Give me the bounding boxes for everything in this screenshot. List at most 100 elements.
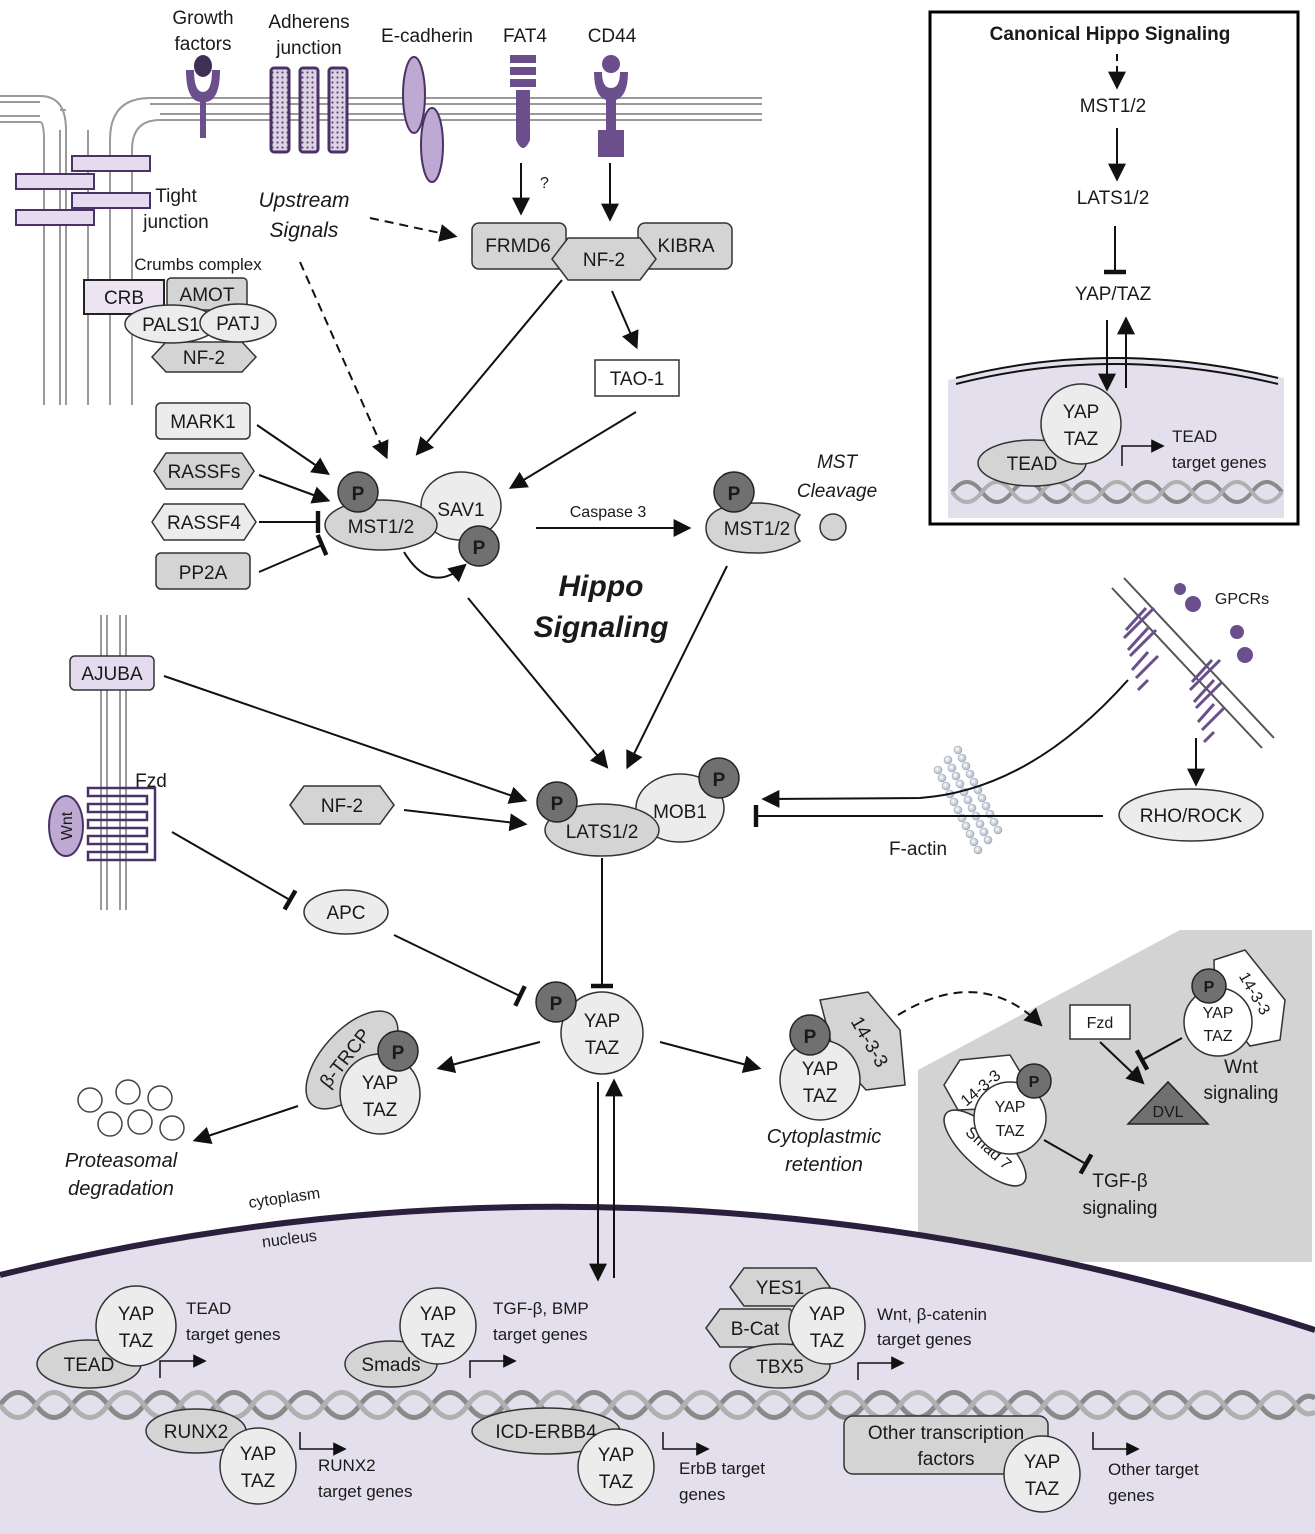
yap-taz-tead (95, 1285, 177, 1367)
yap-label: YAP (598, 1445, 635, 1466)
inset-arrows (1104, 54, 1126, 275)
ajuba-box (69, 655, 155, 691)
growth-factor-receptor (186, 55, 220, 138)
growth-factors-label: factors (174, 34, 231, 55)
growth-factors-label: Growth (172, 8, 233, 29)
hippo-title: Hippo (559, 570, 644, 603)
inset-dna (950, 480, 1284, 504)
phospho-yap (535, 981, 577, 1023)
amot-label: AMOT (180, 285, 235, 306)
e-cadherin-icon (402, 56, 444, 183)
mark1-label: MARK1 (170, 412, 235, 433)
yap-label: YAP (240, 1444, 277, 1465)
yap-label: YAP (118, 1304, 155, 1325)
tgf-genes-label: target genes (493, 1325, 588, 1344)
upstream-signals-label: Upstream (258, 189, 349, 212)
rassfs-hex (153, 452, 255, 490)
pp2a-box (155, 552, 251, 590)
phospho-cleaved (713, 471, 755, 513)
inset-yap-label: YAP (1063, 402, 1100, 423)
yap-taz-smads (399, 1287, 477, 1365)
inset-title: Canonical Hippo Signaling (990, 24, 1231, 45)
icd-erbb4-label: ICD-ERBB4 (495, 1422, 597, 1443)
other-genes-label: genes (1108, 1486, 1154, 1505)
nf2-upstream-label: NF-2 (583, 250, 625, 271)
inset-taz-label: TAZ (1064, 429, 1099, 450)
adherens-junction-icon (269, 66, 349, 154)
phospho-label: P (352, 484, 365, 505)
bcat-label: B-Cat (731, 1319, 780, 1340)
fzd-crosstalk-box (1069, 1004, 1131, 1040)
kibra-label: KIBRA (657, 236, 714, 257)
taz-label: TAZ (241, 1471, 276, 1492)
rho-rock-ellipse (1118, 788, 1264, 842)
wnt-label: Wnt (59, 811, 76, 840)
taz-label: TAZ (995, 1123, 1024, 1140)
dvl-label: DVL (1152, 1104, 1183, 1121)
yap-taz-runx2 (219, 1427, 297, 1505)
inset-shuttle-arrows (1098, 316, 1135, 392)
lats-ellipse (544, 803, 660, 857)
phospho-tgf (1016, 1063, 1052, 1099)
phospho-label: P (1029, 1074, 1040, 1091)
plasma-membrane (0, 95, 762, 405)
other-genes-label: Other target (1108, 1460, 1199, 1479)
wnt-genes-label: Wnt, β-catenin (877, 1305, 987, 1324)
taz-label: TAZ (585, 1038, 620, 1059)
erbb-genes-label: ErbB target (679, 1459, 765, 1478)
yap-label: YAP (362, 1073, 399, 1094)
tao1-label: TAO-1 (610, 369, 665, 390)
retention-label: Cytoplastmic (767, 1126, 881, 1148)
mark1-box (155, 402, 251, 440)
rassf4-hex (151, 503, 257, 541)
nucleus-label: nucleus (261, 1228, 318, 1252)
tead-genes-label: target genes (186, 1325, 281, 1344)
crumbs-complex-label: Crumbs complex (134, 255, 262, 274)
transcription-arrows (159, 1354, 1140, 1456)
inset-mst-label: MST1/2 (1080, 96, 1147, 117)
patj-label: PATJ (216, 314, 260, 335)
question-mark: ? (540, 175, 549, 192)
retention-label: retention (785, 1154, 863, 1176)
fat4-label: FAT4 (503, 26, 547, 47)
tead-label: TEAD (64, 1355, 115, 1376)
sav1-label: SAV1 (437, 500, 484, 521)
yap-taz-bcat (788, 1287, 866, 1365)
crb-label: CRB (104, 288, 144, 309)
adherens-label: Adherens (268, 12, 349, 33)
inset-envelope (955, 363, 1279, 385)
fzd-crosstalk-label: Fzd (1087, 1015, 1114, 1032)
phospho-retention (789, 1014, 831, 1056)
other-tf-label: factors (917, 1449, 974, 1470)
gpcrs-label: GPCRs (1215, 591, 1269, 608)
yes1-label: YES1 (756, 1278, 805, 1299)
smads-label: Smads (361, 1355, 420, 1376)
nf2-lats-label: NF-2 (321, 796, 363, 817)
yap-label: YAP (802, 1059, 839, 1080)
inset-genes-label: target genes (1172, 453, 1267, 472)
phospho-lats (536, 781, 578, 823)
nf2-lats-hex (289, 785, 395, 825)
inset-transcription-arrow (1121, 439, 1165, 466)
tight-junction-label: junction (142, 212, 209, 233)
caspase-label: Caspase 3 (570, 504, 647, 521)
fat4-icon (510, 55, 536, 148)
dvl-triangle (1126, 1080, 1210, 1125)
rho-rock-label: RHO/ROCK (1140, 806, 1243, 827)
mob1-label: MOB1 (653, 802, 707, 823)
runx2-genes-label: RUNX2 (318, 1456, 376, 1475)
wnt-ligand-icon (48, 795, 84, 857)
rassfs-label: RASSFs (168, 462, 241, 483)
wnt-signaling-label: Wnt (1224, 1057, 1259, 1078)
inset-lats-label: LATS1/2 (1077, 188, 1150, 209)
apc-ellipse (303, 889, 389, 935)
yap-taz-other (1003, 1435, 1081, 1513)
mst-cleavage-label: MST (817, 452, 859, 473)
phospho-mob1 (698, 757, 740, 799)
pathway-arrows (163, 163, 1205, 1282)
tgf-signaling-label: TGF-β (1092, 1171, 1147, 1192)
phospho-btrcp (377, 1030, 419, 1072)
hippo-title: Signaling (534, 611, 669, 644)
cd44-icon (594, 55, 628, 157)
tao1-box (594, 359, 680, 397)
